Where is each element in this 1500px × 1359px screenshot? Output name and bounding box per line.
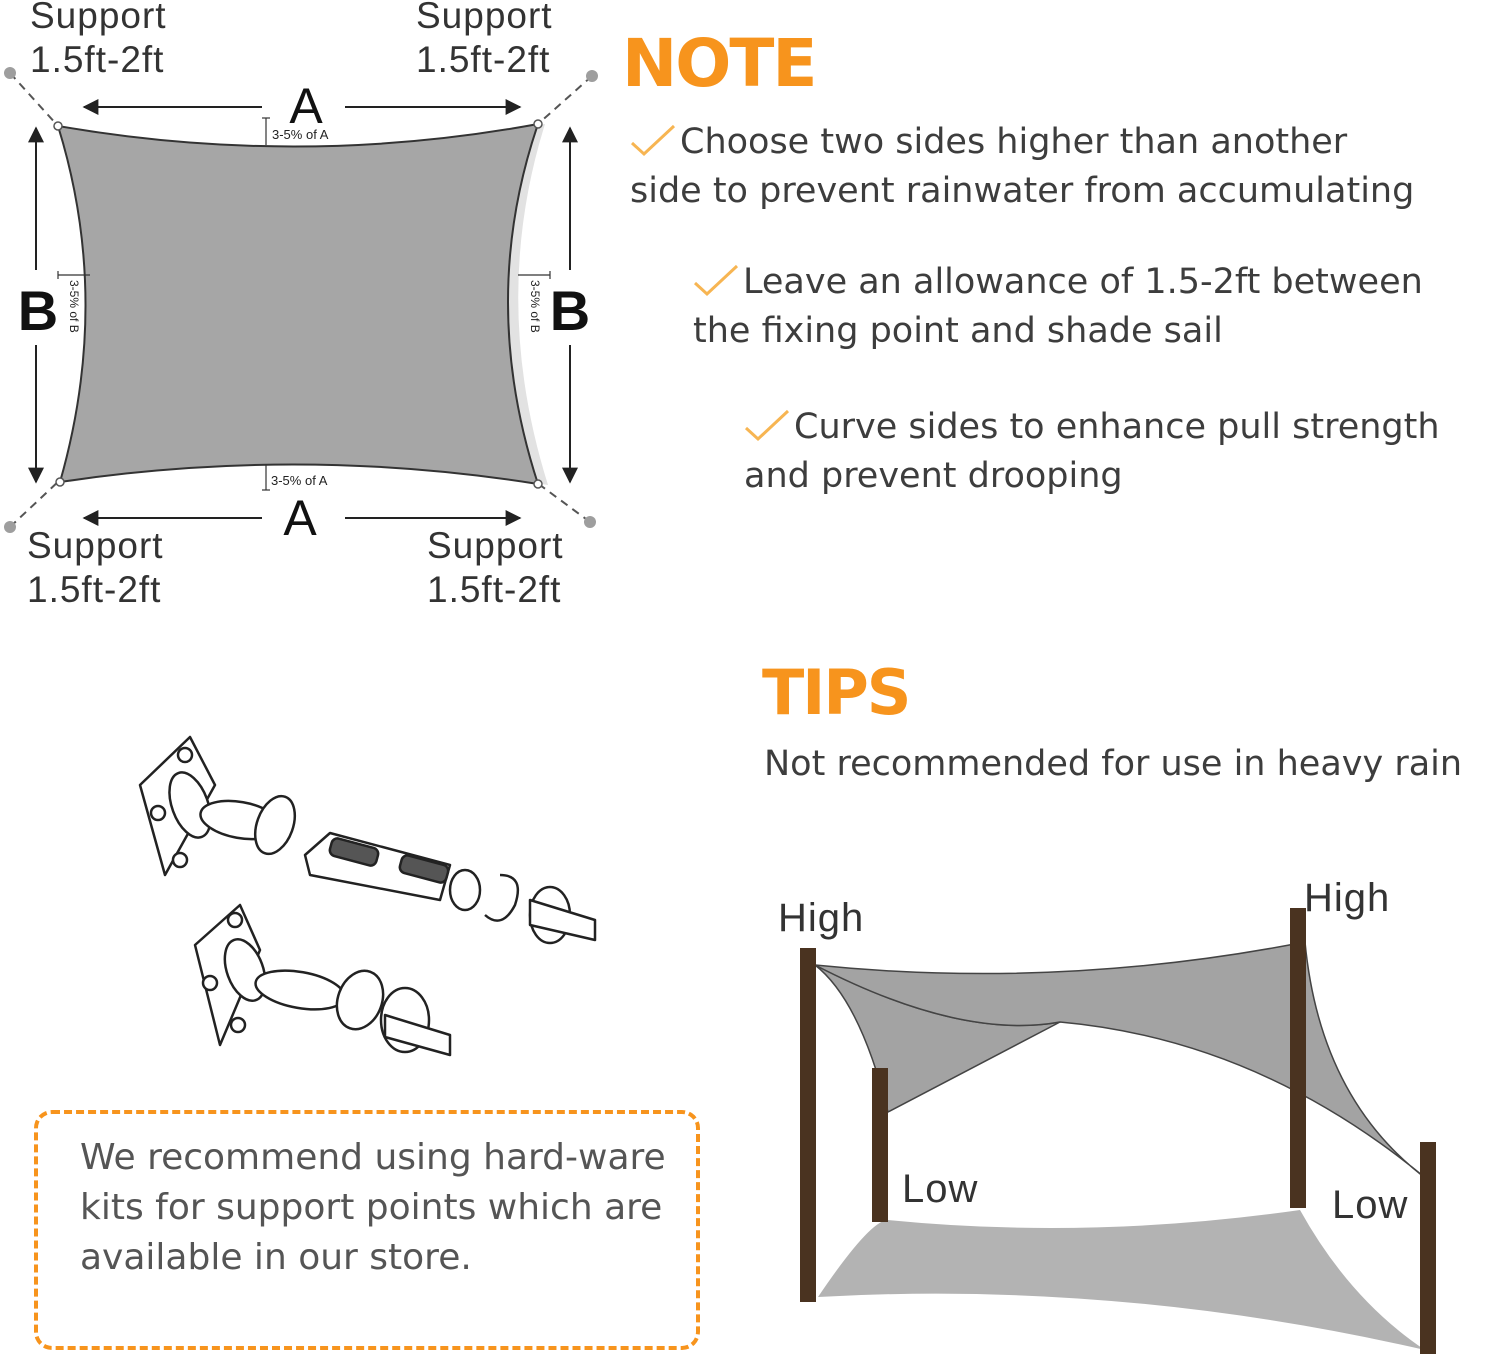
curve-a-top-label: 3-5% of A bbox=[272, 127, 329, 142]
support-title: Support bbox=[27, 525, 164, 566]
post-low-left bbox=[872, 1068, 888, 1222]
support-title: Support bbox=[30, 0, 167, 36]
side-b-right-label: B bbox=[550, 279, 590, 342]
post-low-right bbox=[1420, 1142, 1436, 1354]
note-item-line: Choose two sides higher than another bbox=[680, 122, 1348, 162]
support-size: 1.5ft-2ft bbox=[427, 569, 562, 610]
post-high-right bbox=[1290, 908, 1306, 1208]
tips-heading: TIPS bbox=[762, 656, 911, 729]
note-item-line: and prevent drooping bbox=[744, 456, 1123, 496]
note-item-line: Leave an allowance of 1.5-2ft between bbox=[743, 262, 1423, 302]
post-high-left bbox=[800, 948, 816, 1302]
support-top-right: Support 1.5ft-2ft bbox=[416, 0, 553, 82]
check-icon bbox=[693, 264, 739, 297]
side-a-bottom-label: A bbox=[283, 490, 317, 546]
note-item-line: side to prevent rainwater from accumulat… bbox=[630, 171, 1415, 211]
support-size: 1.5ft-2ft bbox=[416, 39, 551, 80]
note-item-3: Curve sides to enhance pull strength and… bbox=[744, 403, 1440, 501]
hardware-recommendation-box bbox=[34, 1110, 700, 1350]
side-a-top-label: A bbox=[289, 78, 323, 134]
curve-b-right-label: 3-5% of B bbox=[528, 280, 542, 333]
support-size: 1.5ft-2ft bbox=[27, 569, 162, 610]
tips-text: Not recommended for use in heavy rain bbox=[764, 744, 1463, 784]
check-icon bbox=[630, 124, 676, 157]
support-top-left: Support 1.5ft-2ft bbox=[30, 0, 167, 82]
note-heading: NOTE bbox=[622, 25, 817, 102]
low-label-left: Low bbox=[902, 1167, 979, 1211]
support-bottom-left: Support 1.5ft-2ft bbox=[27, 524, 164, 612]
hardware-kit-illustration bbox=[138, 735, 597, 1057]
support-size: 1.5ft-2ft bbox=[30, 39, 165, 80]
hardware-recommendation-text: We recommend using hard-ware kits for su… bbox=[80, 1137, 666, 1278]
high-low-installation-illustration bbox=[800, 908, 1436, 1354]
side-b-left-label: B bbox=[18, 279, 58, 342]
note-item-line: Curve sides to enhance pull strength bbox=[794, 407, 1440, 447]
check-icon bbox=[744, 409, 790, 442]
high-label-right: High bbox=[1304, 876, 1391, 920]
curve-a-bottom-label: 3-5% of A bbox=[271, 473, 328, 488]
curve-b-left-label: 3-5% of B bbox=[67, 280, 81, 333]
support-title: Support bbox=[416, 0, 553, 36]
sail-shape bbox=[56, 122, 540, 486]
low-label-right: Low bbox=[1332, 1183, 1409, 1227]
support-bottom-right: Support 1.5ft-2ft bbox=[427, 524, 564, 612]
note-item-1: Choose two sides higher than another sid… bbox=[630, 118, 1414, 216]
note-item-line: the fixing point and shade sail bbox=[693, 311, 1223, 351]
support-title: Support bbox=[427, 525, 564, 566]
high-label-left: High bbox=[778, 896, 865, 940]
sail-dimension-diagram: A A B B 3-5% of A 3-5% of A 3-5% of B 3-… bbox=[4, 67, 598, 546]
note-item-2: Leave an allowance of 1.5-2ft between th… bbox=[693, 258, 1423, 356]
